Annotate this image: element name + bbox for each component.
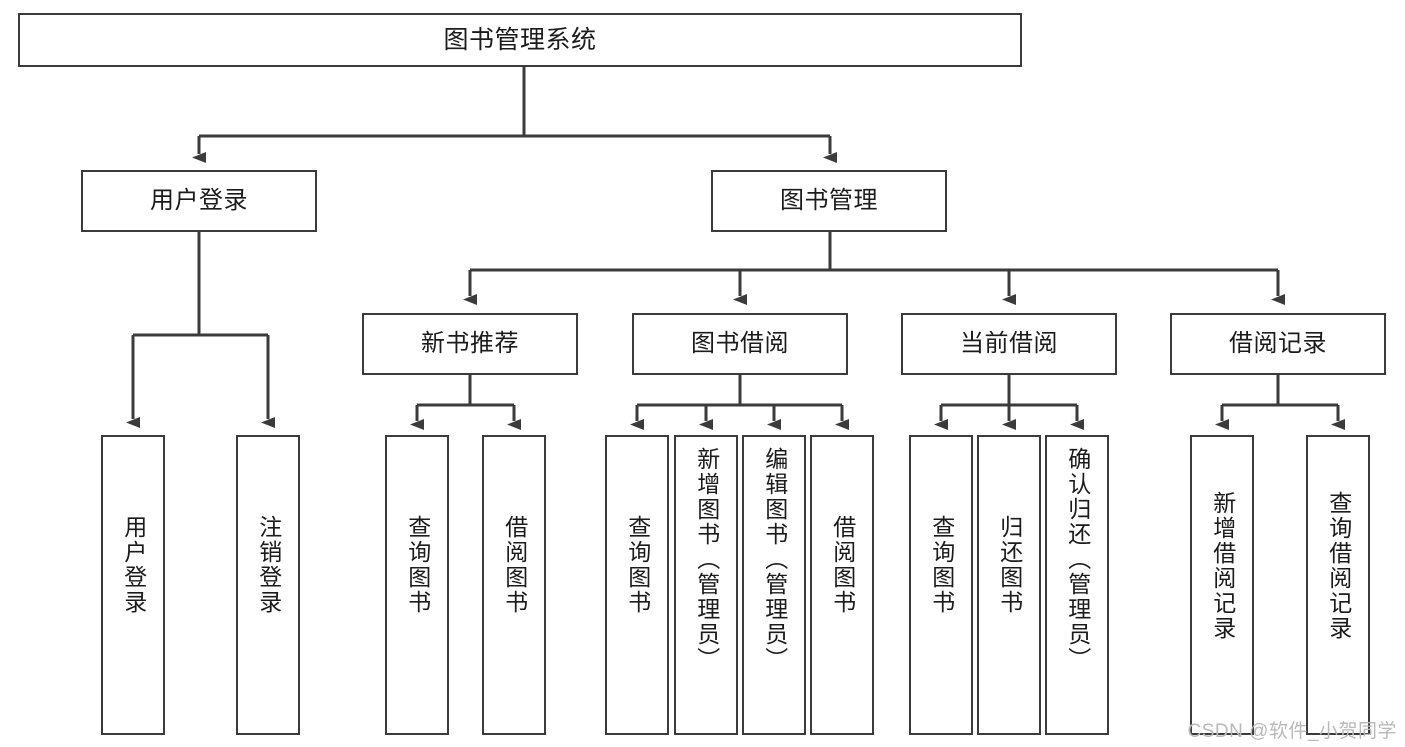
- watermark-text: CSDN @软件_小贺同学: [1187, 721, 1397, 742]
- leaf-current-confirm-return-admin-label: 确认归还（管理员）: [1064, 447, 1091, 672]
- node-book-management-label: 图书管理: [780, 186, 878, 214]
- leaf-record-query-record-label: 查询借阅记录: [1325, 491, 1352, 641]
- leaf-borrow-borrow-book[interactable]: 借阅图书: [810, 435, 874, 735]
- leaf-borrow-add-book-admin-label: 新增图书（管理员）: [693, 447, 720, 672]
- node-new-book-recommend[interactable]: 新书推荐: [362, 313, 578, 375]
- leaf-borrow-edit-book-admin-label: 编辑图书（管理员）: [761, 447, 788, 672]
- leaf-borrow-query-book[interactable]: 查询图书: [605, 435, 669, 735]
- leaf-recommend-query-book[interactable]: 查询图书: [385, 435, 449, 735]
- node-new-book-recommend-label: 新书推荐: [421, 329, 519, 357]
- node-user-login[interactable]: 用户登录: [81, 170, 317, 232]
- node-root-system[interactable]: 图书管理系统: [18, 13, 1022, 67]
- node-book-borrow[interactable]: 图书借阅: [632, 313, 848, 375]
- leaf-current-return-book[interactable]: 归还图书: [977, 435, 1041, 735]
- leaf-borrow-edit-book-admin[interactable]: 编辑图书（管理员）: [742, 435, 806, 735]
- node-book-borrow-label: 图书借阅: [691, 329, 789, 357]
- leaf-user-login-login[interactable]: 用户登录: [101, 435, 165, 735]
- node-root-system-label: 图书管理系统: [443, 26, 597, 54]
- leaf-user-login-logout[interactable]: 注销登录: [236, 435, 300, 735]
- leaf-recommend-borrow-book-label: 借阅图书: [501, 515, 528, 615]
- node-current-borrow[interactable]: 当前借阅: [901, 313, 1117, 375]
- leaf-borrow-add-book-admin[interactable]: 新增图书（管理员）: [674, 435, 738, 735]
- leaf-recommend-borrow-book[interactable]: 借阅图书: [482, 435, 546, 735]
- leaf-user-login-logout-label: 注销登录: [255, 515, 282, 615]
- node-book-management[interactable]: 图书管理: [711, 170, 947, 232]
- leaf-record-add-record-label: 新增借阅记录: [1209, 491, 1236, 641]
- leaf-borrow-borrow-book-label: 借阅图书: [829, 515, 856, 615]
- leaf-current-return-book-label: 归还图书: [996, 515, 1023, 615]
- node-borrow-record[interactable]: 借阅记录: [1170, 313, 1386, 375]
- leaf-borrow-query-book-label: 查询图书: [624, 515, 651, 615]
- leaf-current-confirm-return-admin[interactable]: 确认归还（管理员）: [1045, 435, 1109, 735]
- leaf-current-query-book[interactable]: 查询图书: [909, 435, 973, 735]
- leaf-recommend-query-book-label: 查询图书: [404, 515, 431, 615]
- node-current-borrow-label: 当前借阅: [960, 329, 1058, 357]
- leaf-current-query-book-label: 查询图书: [928, 515, 955, 615]
- leaf-user-login-login-label: 用户登录: [120, 515, 147, 615]
- leaf-record-add-record[interactable]: 新增借阅记录: [1190, 435, 1254, 735]
- node-user-login-label: 用户登录: [150, 186, 248, 214]
- node-borrow-record-label: 借阅记录: [1229, 329, 1327, 357]
- leaf-record-query-record[interactable]: 查询借阅记录: [1306, 435, 1370, 735]
